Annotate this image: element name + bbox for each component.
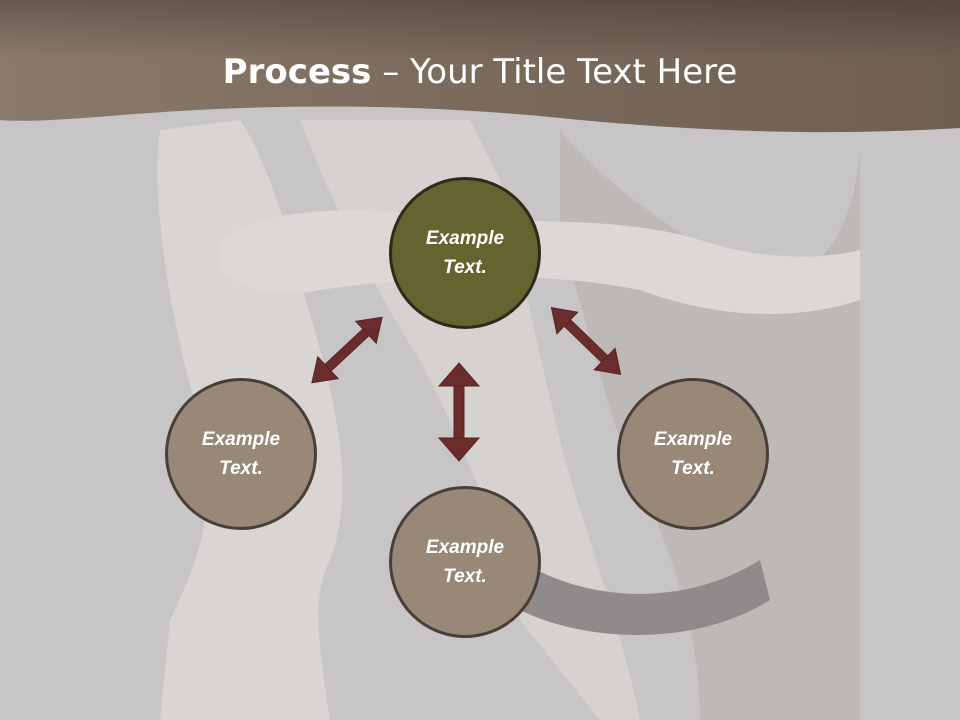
- waistband-silhouette: [520, 560, 770, 635]
- process-node-bottom[interactable]: Example Text.: [389, 486, 541, 638]
- node-right-label: Example Text.: [653, 429, 733, 479]
- title-bold: Process: [222, 52, 372, 92]
- title-separator: –: [371, 52, 411, 92]
- process-node-right[interactable]: Example Text.: [617, 378, 769, 530]
- slide-title: Process – Your Title Text Here: [0, 52, 960, 92]
- node-top-label: Example Text.: [425, 228, 505, 278]
- process-node-left[interactable]: Example Text.: [165, 378, 317, 530]
- node-bottom-label: Example Text.: [425, 537, 505, 587]
- process-node-top[interactable]: Example Text.: [389, 177, 541, 329]
- title-text: Your Title Text Here: [410, 52, 738, 92]
- node-left-label: Example Text.: [201, 429, 281, 479]
